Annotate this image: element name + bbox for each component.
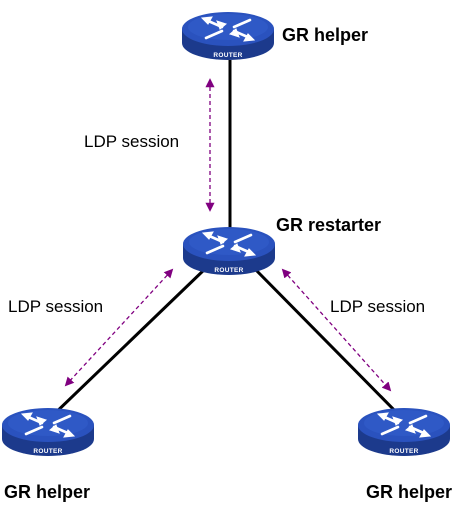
node-label-bottom-left: GR helper: [4, 482, 90, 502]
router-bottom-left-device-label: ROUTER: [33, 448, 62, 455]
node-label-bottom-right: GR helper: [366, 482, 452, 502]
router-center-device-label: ROUTER: [214, 267, 243, 274]
router-bottom-left: ROUTER: [0, 406, 96, 458]
node-label-top: GR helper: [282, 25, 368, 45]
router-top-device-label: ROUTER: [213, 52, 242, 59]
session-label-right: LDP session: [330, 297, 425, 316]
link-center-bottom-left: [46, 266, 208, 422]
router-bottom-right: ROUTER: [356, 406, 452, 458]
router-center: ROUTER: [181, 225, 277, 277]
router-bottom-right-device-label: ROUTER: [389, 448, 418, 455]
ldp-session-arrow-right: [281, 268, 392, 392]
link-center-bottom-right: [252, 266, 406, 422]
session-label-top: LDP session: [84, 132, 179, 151]
session-label-left: LDP session: [8, 297, 103, 316]
ldp-session-arrow-left: [64, 268, 174, 387]
node-label-center: GR restarter: [276, 215, 381, 235]
router-top: ROUTER: [180, 10, 276, 62]
